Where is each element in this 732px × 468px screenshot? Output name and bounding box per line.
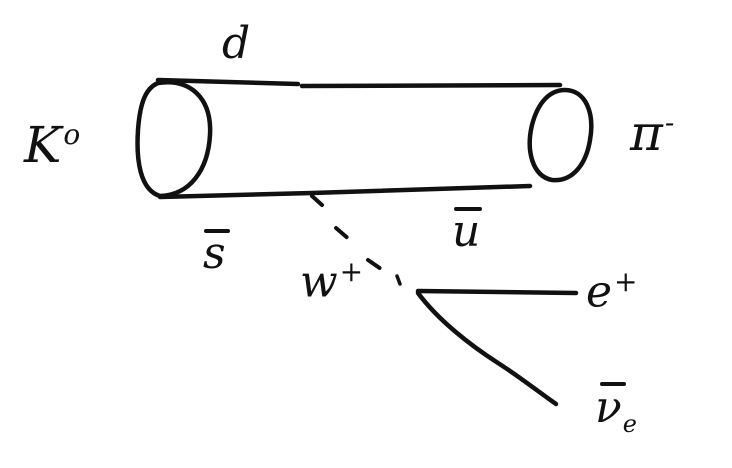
positron-label: e+ <box>586 265 638 318</box>
neutrino-line <box>415 290 559 407</box>
w-boson-charge: + <box>339 255 364 288</box>
quark-u-antibar <box>454 207 482 211</box>
neutrino-antibar <box>600 382 626 386</box>
tube-top-line-right <box>299 82 563 89</box>
tube-top-line-left <box>155 77 301 87</box>
quark-s-antibar <box>204 229 230 233</box>
tube-bottom-line <box>157 183 533 200</box>
tube-right-end <box>527 87 594 183</box>
pion-label: π- <box>630 108 674 158</box>
kaon-superscript: o <box>63 118 81 152</box>
tube-left-end <box>135 79 213 199</box>
quark-ubar-label: u <box>452 206 481 257</box>
w-boson-label: W+ <box>300 255 364 308</box>
neutrino-label: νe <box>595 382 637 438</box>
kaon-symbol: K <box>24 116 62 174</box>
pion-superscript: - <box>664 106 675 140</box>
neutrino-subscript: e <box>622 409 637 438</box>
quark-sbar-label: s <box>203 228 226 279</box>
quark-d-label: d <box>222 18 251 69</box>
w-boson-propagator <box>310 194 386 273</box>
pion-symbol: π <box>630 104 663 162</box>
positron-charge: + <box>614 265 638 298</box>
w-boson-vertex-mark <box>395 274 402 286</box>
kaon-label: Ko <box>24 120 80 170</box>
positron-line <box>415 288 579 296</box>
